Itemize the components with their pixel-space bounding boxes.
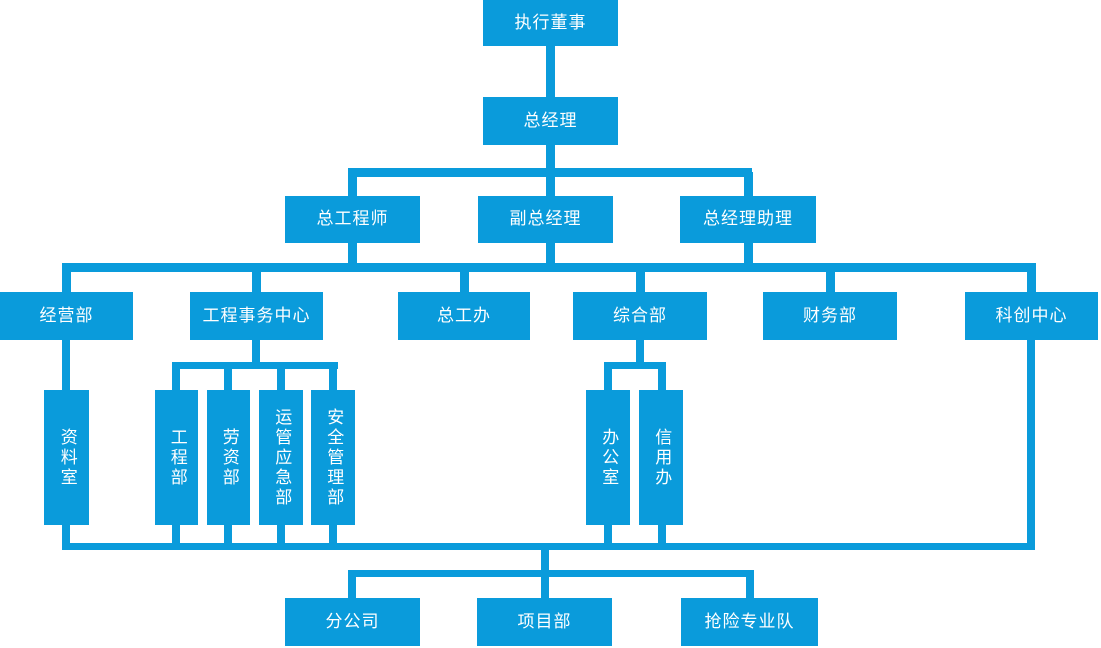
connector-segment <box>277 365 285 390</box>
org-node-labor-wage-dept: 劳资部 <box>207 390 250 525</box>
connector-segment <box>604 362 666 369</box>
connector-segment <box>744 172 753 196</box>
connector-segment <box>746 573 754 598</box>
connector-segment <box>826 268 835 292</box>
connector-segment <box>172 365 180 390</box>
connector-segment <box>224 365 232 390</box>
connector-segment <box>348 243 357 268</box>
org-node-credit-office: 信用办 <box>639 390 683 525</box>
org-node-project-dept: 项目部 <box>477 598 612 646</box>
connector-segment <box>636 340 644 366</box>
org-node-business-dept: 经营部 <box>0 292 133 340</box>
org-node-chief-engineer: 总工程师 <box>285 196 420 243</box>
org-node-operation-emergency-dept: 运管应急部 <box>259 390 303 525</box>
connector-segment <box>1027 340 1035 550</box>
connector-segment <box>658 365 666 390</box>
org-node-engineering-dept: 工程部 <box>155 390 198 525</box>
connector-segment <box>62 525 70 547</box>
connector-segment <box>460 268 469 292</box>
org-node-safety-management-dept: 安全管理部 <box>311 390 355 525</box>
org-node-sci-tech-innovation-center: 科创中心 <box>965 292 1098 340</box>
connector-segment <box>172 525 180 547</box>
connector-segment <box>62 543 1035 550</box>
connector-segment <box>636 268 645 292</box>
org-node-engineering-affairs-center: 工程事务中心 <box>190 292 323 340</box>
connector-segment <box>172 362 338 369</box>
org-node-branch-company: 分公司 <box>285 598 420 646</box>
connector-segment <box>329 525 337 547</box>
org-node-emergency-rescue-team: 抢险专业队 <box>681 598 818 646</box>
connector-segment <box>252 340 260 366</box>
connector-segment <box>62 263 1036 272</box>
org-node-office: 办公室 <box>586 390 630 525</box>
connector-segment <box>252 268 261 292</box>
connector-segment <box>1027 268 1036 292</box>
org-node-executive-director: 执行董事 <box>483 0 618 46</box>
connector-segment <box>546 46 555 97</box>
connector-segment <box>348 168 752 177</box>
connector-segment <box>658 525 666 547</box>
org-node-general-manager: 总经理 <box>483 97 618 145</box>
connector-segment <box>277 525 285 547</box>
org-node-archives-room: 资料室 <box>44 390 89 525</box>
connector-segment <box>62 340 70 390</box>
connector-segment <box>604 525 612 547</box>
connector-segment <box>348 573 356 598</box>
org-node-chief-engineer-office: 总工办 <box>398 292 530 340</box>
connector-segment <box>546 243 555 268</box>
connector-segment <box>348 172 357 196</box>
connector-segment <box>744 243 753 268</box>
org-node-gm-assistant: 总经理助理 <box>680 196 816 243</box>
connector-segment <box>224 525 232 547</box>
connector-segment <box>604 365 612 390</box>
connector-segment <box>329 365 337 390</box>
org-node-finance-dept: 财务部 <box>763 292 897 340</box>
org-node-general-affairs-dept: 综合部 <box>573 292 707 340</box>
org-node-deputy-general-manager: 副总经理 <box>478 196 613 243</box>
connector-segment <box>62 268 71 292</box>
connector-segment <box>348 570 754 577</box>
